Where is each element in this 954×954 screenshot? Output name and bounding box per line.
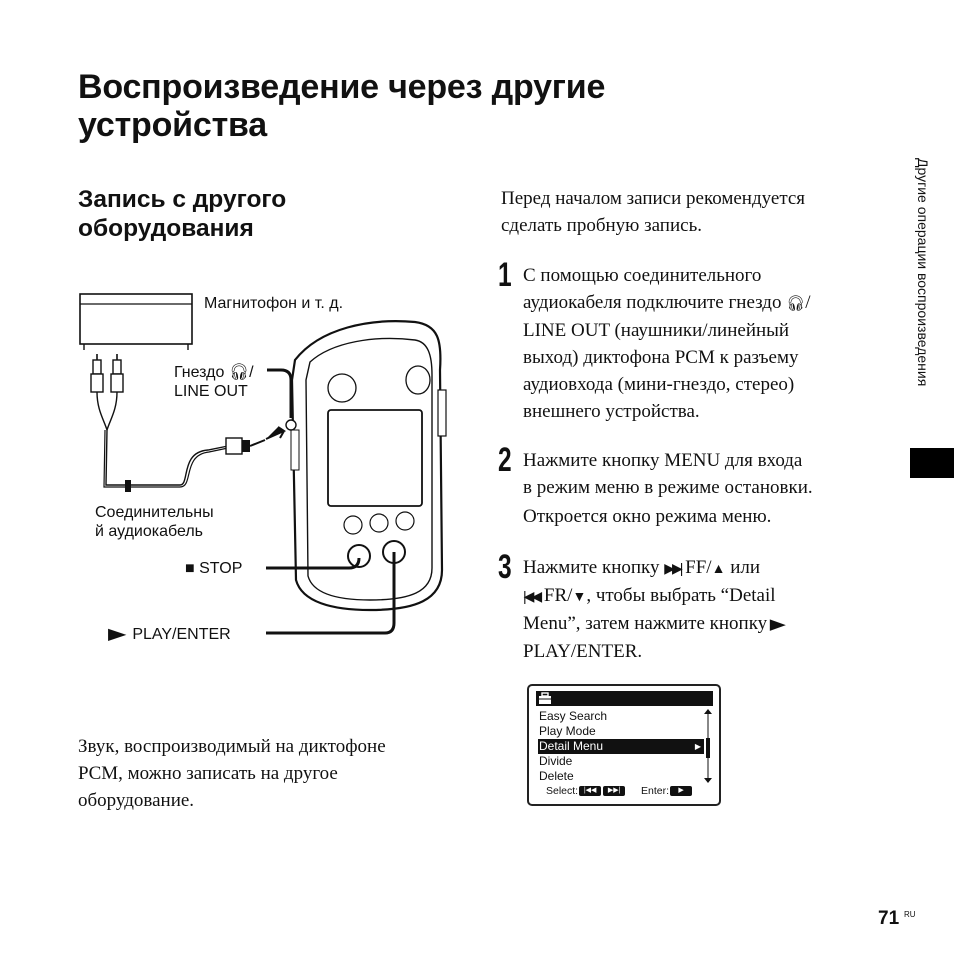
pcm-recorder-illustration bbox=[285, 320, 447, 612]
menu-scrollbar bbox=[704, 709, 712, 783]
stop-label: ■ STOP bbox=[185, 559, 242, 578]
step-3-line: |◀◀ FR/▼, чтобы выбрать “Detail bbox=[523, 582, 883, 610]
bottom-line-2: PCM, можно записать на другое bbox=[78, 763, 338, 784]
menu-item-selected: Detail Menu ▶ bbox=[538, 739, 704, 754]
headphone-icon: 🎧︎ bbox=[228, 364, 250, 381]
up-arrow-icon: ▲ bbox=[711, 560, 726, 576]
jack-label: Гнездо 🎧︎/ bbox=[174, 364, 254, 381]
step-2-line: Откроется окно режима меню. bbox=[523, 506, 772, 527]
audio-cable-illustration bbox=[103, 426, 287, 492]
side-tab-label: Другие операции воспроизведения bbox=[915, 158, 931, 387]
cable-label-line-1: Соединительны bbox=[95, 504, 214, 521]
menu-screen-header bbox=[536, 691, 713, 706]
recorder-label: Магнитофон и т. д. bbox=[204, 295, 344, 312]
step-1-line: аудиокабеля подключите гнездо bbox=[523, 292, 782, 313]
intro-line-1: Перед началом записи рекомендуется bbox=[501, 188, 806, 209]
cable-label-line-2: й аудиокабель bbox=[95, 523, 204, 540]
step-1-line-with-icon: аудиокабеля подключите гнездо 🎧︎/ bbox=[523, 292, 811, 313]
section-title-line-2: оборудования bbox=[78, 215, 254, 242]
section-title: Запись с другого оборудования bbox=[78, 185, 408, 243]
step-2-line: Нажмите кнопку MENU для входа bbox=[523, 450, 803, 471]
step-2-text: Нажмите кнопку MENU для входа в режим ме… bbox=[523, 447, 883, 530]
step-3-text-part: Нажмите кнопку bbox=[523, 557, 660, 578]
play-label: ▶ PLAY/ENTER bbox=[108, 625, 231, 644]
step-1-line: выход) диктофона PCM к разъему bbox=[523, 347, 799, 368]
step-3-line: Нажмите кнопку ▶▶| FF/▲ или bbox=[523, 554, 883, 582]
step-3-text-part: , чтобы выбрать “Detail bbox=[586, 585, 776, 606]
menu-item-label: Detail Menu bbox=[539, 739, 604, 753]
connection-diagram bbox=[79, 293, 447, 635]
menu-item: Play Mode bbox=[539, 724, 596, 738]
step-3-number: 3 bbox=[498, 548, 512, 586]
select-label: Select: bbox=[546, 785, 579, 797]
menu-screen-footer: Select:|◀◀▶▶| Enter:▶ bbox=[546, 785, 693, 798]
headphone-icon: 🎧︎ bbox=[786, 295, 806, 312]
menu-item: Delete bbox=[539, 769, 574, 783]
fr-icon: |◀◀ bbox=[523, 588, 542, 604]
play-label-text: PLAY/ENTER bbox=[132, 626, 231, 643]
play-icon: ▶ bbox=[769, 616, 786, 633]
step-3-text-part: FF/ bbox=[685, 557, 712, 578]
step-2-line: в режим меню в режиме остановки. bbox=[523, 477, 813, 498]
step-1-line: аудиовхода (мини-гнездо, стерео) bbox=[523, 374, 795, 395]
bottom-line-3: оборудование. bbox=[78, 790, 195, 811]
step-3-text-part: FR/ bbox=[543, 585, 573, 606]
step-3-text-part: или bbox=[730, 557, 761, 578]
step-1-line: С помощью соединительного bbox=[523, 265, 762, 286]
section-title-line-1: Запись с другого bbox=[78, 186, 287, 213]
jack-label-text: Гнездо bbox=[174, 364, 229, 381]
bottom-line-1: Звук, воспроизводимый на диктофоне bbox=[78, 736, 386, 757]
rewind-key-icon: |◀◀ bbox=[579, 786, 602, 797]
play-key-icon: ▶ bbox=[670, 786, 693, 797]
menu-item: Divide bbox=[539, 754, 573, 768]
step-3-text-part: Menu”, затем нажмите кнопку bbox=[523, 613, 768, 634]
toolbox-icon bbox=[539, 692, 551, 704]
step-3-text: Нажмите кнопку ▶▶| FF/▲ или |◀◀ FR/▼, чт… bbox=[523, 554, 883, 665]
page-language: RU bbox=[904, 910, 916, 919]
ff-icon: ▶▶| bbox=[664, 560, 683, 576]
external-recorder-illustration bbox=[79, 293, 193, 350]
leader-lines bbox=[266, 368, 396, 635]
side-tab: Другие операции воспроизведения bbox=[912, 158, 934, 448]
rca-plugs-illustration bbox=[90, 354, 124, 431]
page-title-line-1: Воспроизведение через другие bbox=[78, 68, 606, 106]
play-icon: ▶ bbox=[108, 626, 127, 643]
side-tab-marker bbox=[910, 448, 954, 478]
page-number: 71 bbox=[878, 908, 900, 929]
enter-label: Enter: bbox=[641, 785, 670, 797]
forward-key-icon: ▶▶| bbox=[603, 786, 626, 797]
intro-text: Перед началом записи рекомендуется сдела… bbox=[501, 185, 881, 239]
step-1-line: внешнего устройства. bbox=[523, 401, 700, 422]
bottom-text: Звук, воспроизводимый на диктофоне PCM, … bbox=[78, 733, 468, 814]
page-title-line-2: устройства bbox=[78, 106, 267, 144]
down-arrow-icon: ▼ bbox=[572, 588, 587, 604]
step-3-line: Menu”, затем нажмите кнопку ▶ bbox=[523, 610, 883, 638]
step-1-line: LINE OUT (наушники/линейный bbox=[523, 320, 790, 341]
menu-item: Easy Search bbox=[539, 709, 608, 723]
stop-icon: ■ bbox=[185, 560, 195, 577]
page-title: Воспроизведение через другие устройства bbox=[78, 68, 778, 144]
step-1-number: 1 bbox=[498, 256, 512, 294]
intro-line-2: сделать пробную запись. bbox=[501, 215, 702, 236]
jack-label-line-out: LINE OUT bbox=[174, 383, 248, 400]
menu-screen-illustration: Easy Search Play Mode Detail Menu ▶ Divi… bbox=[527, 684, 721, 806]
step-1-text: С помощью соединительного аудиокабеля по… bbox=[523, 262, 883, 425]
stop-label-text: STOP bbox=[199, 560, 243, 577]
step-3-line: PLAY/ENTER. bbox=[523, 641, 643, 662]
step-2-number: 2 bbox=[498, 441, 512, 479]
submenu-arrow-icon: ▶ bbox=[694, 742, 701, 751]
